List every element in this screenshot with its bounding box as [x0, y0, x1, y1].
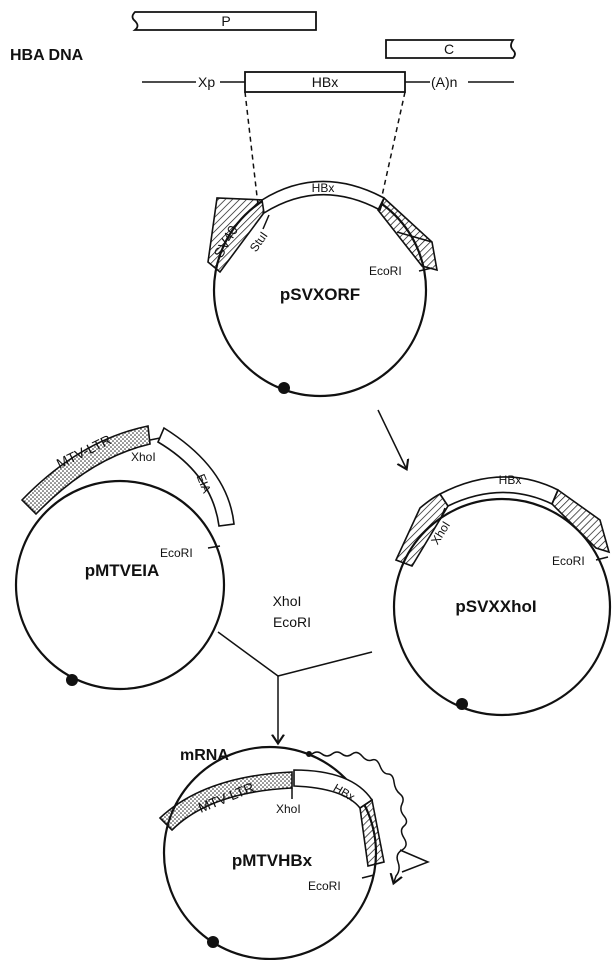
mtv-ltr-segment — [20, 425, 151, 516]
ecori-site-tick — [418, 267, 433, 272]
pmtveia-ecori-label: EcoRI — [160, 546, 193, 560]
stu-label: StuI — [247, 229, 271, 255]
mrna-label: mRNA — [180, 747, 229, 764]
insert-dashed-line-right — [379, 91, 406, 206]
c-transcript-label: C — [444, 41, 454, 57]
eia-segment — [156, 426, 235, 527]
pmtvhbx-xho-label: XhoI — [276, 802, 301, 816]
pmtveia-name: pMTVEIA — [85, 561, 160, 580]
psvxorf-plasmid: SV40 HBx StuI EcoRI pSVXORF — [207, 180, 439, 398]
combine-line-right — [277, 651, 373, 677]
psvxorf-hbx-label: HBx — [312, 181, 335, 195]
hba-dna-map: HBA DNA P C Xp HBx (A)n — [10, 11, 516, 206]
psvxxhoi-origin-dot — [456, 698, 468, 710]
psvxxhoi-right-hatched-segment — [551, 488, 611, 554]
polya-label: (A)n — [431, 74, 457, 90]
pmtvhbx-name: pMTVHBx — [232, 851, 313, 870]
pmtvhbx-ecori-label: EcoRI — [308, 879, 341, 893]
hba-dna-title: HBA DNA — [10, 47, 84, 64]
psvxxhoi-ecori-tick — [595, 556, 609, 561]
pmtveia-plasmid: MTV-LTR XhoI EIA EcoRI pMTVEIA — [14, 425, 235, 691]
pmtveia-ecori-tick — [207, 545, 221, 549]
pmtvhbx-hatched-segment — [359, 798, 385, 867]
pmtveia-xho-label: XhoI — [131, 450, 156, 464]
enzyme-xhoi-label: XhoI — [273, 593, 302, 609]
p-transcript-label: P — [221, 13, 230, 29]
pmtveia-circle — [14, 479, 226, 691]
psvxorf-ecori-label: EcoRI — [369, 264, 402, 278]
poly-a-flag — [399, 849, 430, 873]
combine-line-left — [217, 631, 279, 677]
insert-dashed-line-left — [244, 91, 259, 206]
psvxorf-right-hatched-segment — [377, 196, 439, 272]
hbx-gene-label: HBx — [312, 74, 338, 90]
psvxxhoi-name: pSVXXhoI — [455, 597, 536, 616]
arrow-to-psvxxhoi — [377, 409, 406, 468]
digest-step: XhoI EcoRI — [217, 593, 373, 742]
enzyme-ecori-label: EcoRI — [273, 614, 311, 630]
pmtvhbx-ltr-segment — [158, 771, 293, 832]
pmtvhbx-ecori-tick — [361, 874, 375, 879]
psvxxhoi-ecori-label: EcoRI — [552, 554, 585, 568]
c-transcript-bar — [385, 39, 516, 59]
pmtvhbx-plasmid: mRNA MTV-LTR XhoI HBx EcoRI pMTVHBx — [158, 745, 430, 960]
psvxorf-origin-dot — [278, 382, 290, 394]
psvxorf-divider — [396, 231, 433, 243]
psvxxhoi-hbx-label: HBx — [499, 473, 522, 487]
stu-site-tick — [262, 214, 270, 230]
eia-label: EIA — [194, 472, 214, 495]
pmtveia-xho-tick — [149, 437, 161, 441]
psvxxhoi-xho-tick — [439, 507, 446, 521]
pmtvhbx-origin-dot — [207, 936, 219, 948]
psvxxhoi-circle — [392, 497, 612, 717]
mrna-cap-dot — [306, 751, 312, 757]
psvxxhoi-plasmid: HBx XhoI EcoRI pSVXXhoI — [392, 473, 612, 717]
pmtveia-origin-dot — [66, 674, 78, 686]
xp-label: Xp — [198, 74, 215, 90]
psvxorf-name: pSVXORF — [280, 285, 360, 304]
p-transcript-bar — [131, 11, 317, 31]
mrna-wavy-line — [311, 751, 408, 882]
